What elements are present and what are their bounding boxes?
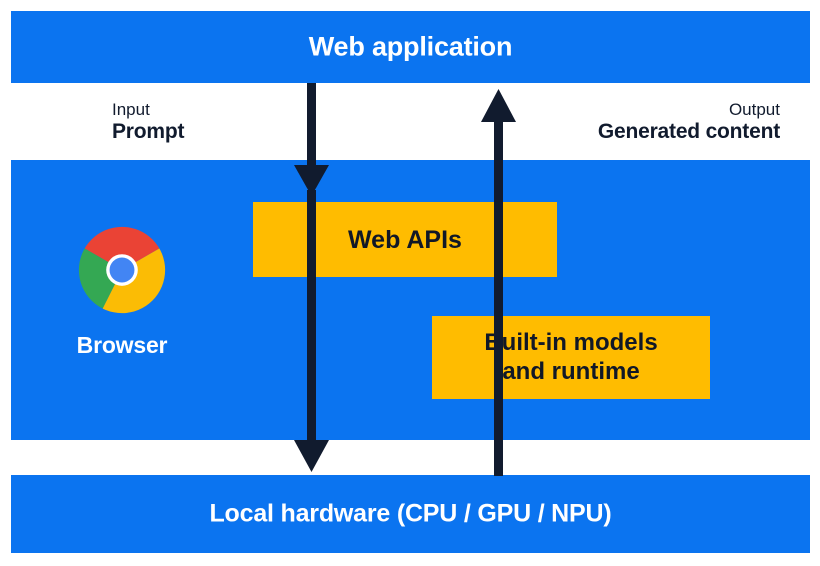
- local-hardware-label: Local hardware (CPU / GPU / NPU): [209, 499, 612, 528]
- web-apis-label: Web APIs: [348, 225, 462, 254]
- built-in-models-label: Built-in models and runtime: [484, 328, 658, 385]
- input-flow-kind: Input: [112, 100, 150, 119]
- browser-label: Browser: [76, 332, 168, 358]
- layer-web-application: Web application: [11, 11, 810, 83]
- output-flow-value: Generated content: [597, 120, 780, 144]
- web-apis-box[interactable]: Web APIs: [253, 202, 557, 277]
- built-in-models-box[interactable]: Built-in models and runtime: [432, 316, 710, 399]
- output-flow-kind: Output: [728, 100, 780, 119]
- output-flow-label: Output Generated content: [598, 100, 780, 145]
- input-flow-label: Input Prompt: [112, 100, 185, 145]
- input-flow-value: Prompt: [112, 120, 185, 144]
- chrome-logo-icon: [78, 226, 166, 314]
- web-application-label: Web application: [308, 31, 513, 62]
- browser-group: Browser: [52, 224, 192, 359]
- layer-local-hardware: Local hardware (CPU / GPU / NPU): [11, 475, 810, 553]
